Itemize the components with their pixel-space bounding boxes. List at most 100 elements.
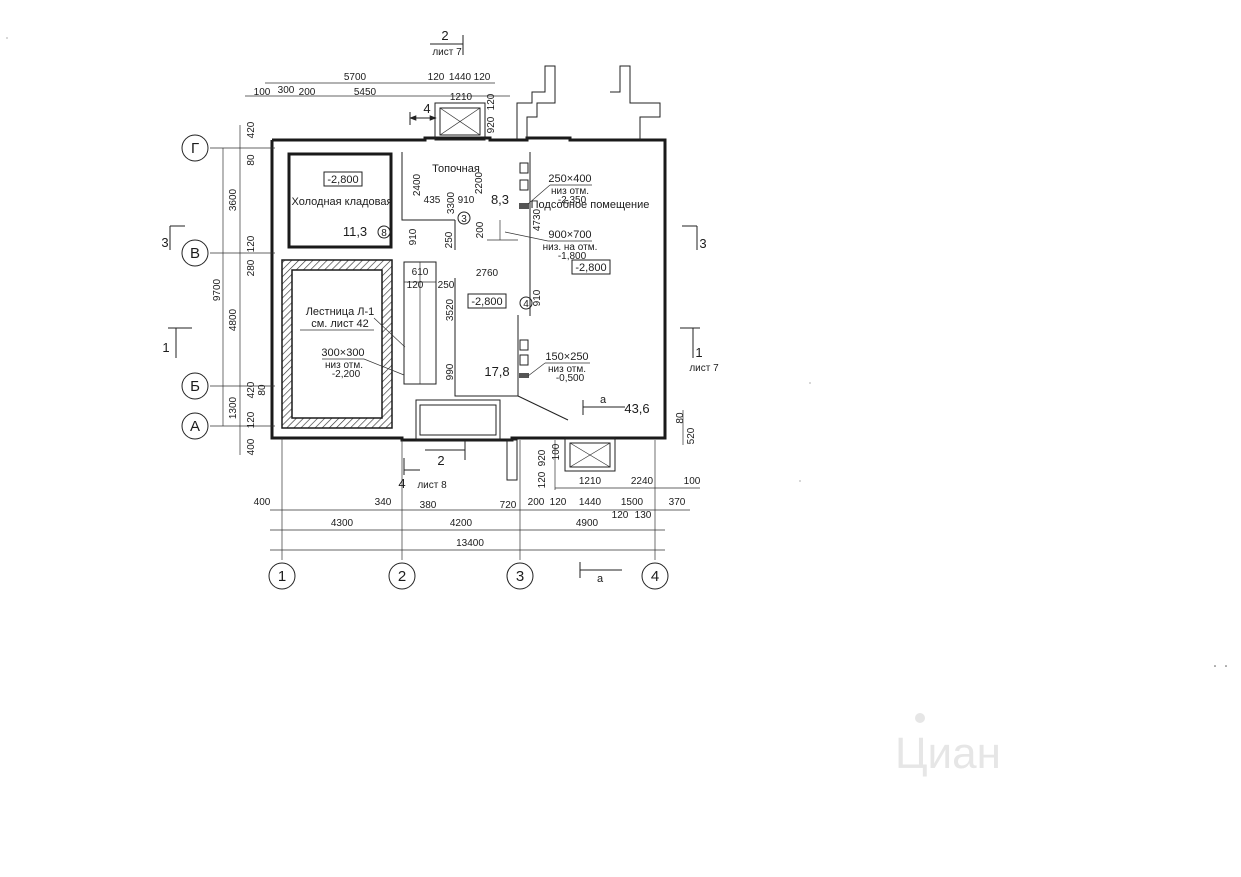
svg-text:а: а xyxy=(600,394,607,406)
dim-left-280: 280 xyxy=(246,259,257,276)
dim-in-3300: 3300 xyxy=(446,191,457,214)
svg-text:Б: Б xyxy=(190,378,200,395)
level-box-utility xyxy=(571,259,611,275)
axis-bubble-b: Б xyxy=(181,372,209,400)
svg-text:А: А xyxy=(190,418,200,435)
axis-bubble-a: А xyxy=(181,412,209,440)
level-utility: -2,800 xyxy=(575,262,606,274)
dim-bot-130: 130 xyxy=(635,510,652,521)
svg-text:2: 2 xyxy=(441,28,448,43)
dim-top-120c: 120 xyxy=(486,93,497,110)
room-marker-8 xyxy=(377,225,391,239)
dim-bot-100b: 100 xyxy=(551,443,562,460)
stair-label: Лестница Л-1 xyxy=(306,306,375,318)
dim-in-250a: 250 xyxy=(444,231,455,248)
svg-text:лист 7: лист 7 xyxy=(432,47,462,58)
dim-bot-4900: 4900 xyxy=(576,518,599,529)
dim-bot-200: 200 xyxy=(528,497,545,508)
svg-text:-0,500: -0,500 xyxy=(556,373,585,384)
svg-text:2: 2 xyxy=(437,453,444,468)
dim-bot-920: 920 xyxy=(537,449,548,466)
svg-text:Циан: Циан xyxy=(895,729,1001,778)
dim-top-120b: 120 xyxy=(474,72,491,83)
dim-in-910a: 910 xyxy=(458,195,475,206)
svg-text:низ отм.: низ отм. xyxy=(551,186,589,197)
section-mark-1-left: 1 xyxy=(162,327,192,358)
watermark: Циан xyxy=(895,713,1001,778)
dim-bot-120b: 120 xyxy=(612,510,629,521)
inner-walls xyxy=(281,152,569,429)
dim-bot-4300: 4300 xyxy=(331,518,354,529)
dim-in-200: 200 xyxy=(475,221,486,238)
room-marker-4-label: 4 xyxy=(523,299,529,310)
dim-top-5700: 5700 xyxy=(344,72,367,83)
svg-text:1: 1 xyxy=(278,568,286,585)
svg-text:1: 1 xyxy=(162,340,169,355)
scan-specks xyxy=(6,37,1227,667)
dim-left-120: 120 xyxy=(246,235,257,252)
dim-bot-120c: 120 xyxy=(537,471,548,488)
opening-150x250: 150×250 низ отм. -0,500 xyxy=(527,351,590,384)
svg-text:3: 3 xyxy=(516,568,524,585)
axis-bubble-g: Г xyxy=(181,134,209,162)
dim-left-120b: 120 xyxy=(246,411,257,428)
dim-bot-720: 720 xyxy=(500,500,517,511)
dim-left-9700: 9700 xyxy=(212,278,223,301)
svg-text:В: В xyxy=(190,245,200,262)
dim-bot-1210: 1210 xyxy=(579,476,602,487)
axis-grid xyxy=(210,147,656,560)
room-marker-4 xyxy=(519,296,533,310)
svg-text:-1,800: -1,800 xyxy=(558,251,587,262)
svg-text:низ отм.: низ отм. xyxy=(325,360,363,371)
dim-top-120a: 120 xyxy=(428,72,445,83)
room-name-boiler: Топочная xyxy=(432,163,480,175)
area-utility: 43,6 xyxy=(624,401,649,416)
room-marker-3-label: 3 xyxy=(461,214,467,225)
dim-bot-120: 120 xyxy=(550,497,567,508)
svg-text:4: 4 xyxy=(398,476,405,491)
svg-text:а: а xyxy=(597,573,604,585)
svg-text:150×250: 150×250 xyxy=(545,351,588,363)
dim-left-1300: 1300 xyxy=(228,396,239,419)
dim-left-80b: 80 xyxy=(257,384,268,396)
dim-top-100: 100 xyxy=(254,87,271,98)
axis-bubble-3: 3 xyxy=(506,562,534,590)
svg-text:4: 4 xyxy=(423,101,430,116)
section-mark-4-bottom: 4 лист 8 xyxy=(398,458,447,491)
section-mark-1-right: 1 лист 7 xyxy=(680,327,719,374)
room-name-utility: Подсобное помещение xyxy=(531,199,650,211)
level-cold-storage: -2,800 xyxy=(327,174,358,186)
room-marker-3 xyxy=(457,211,471,225)
svg-text:4: 4 xyxy=(651,568,659,585)
dim-in-2200: 2200 xyxy=(474,171,485,194)
level-box-cold-storage xyxy=(323,171,363,187)
dim-in-990: 990 xyxy=(445,363,456,380)
dim-bot-4200: 4200 xyxy=(450,518,473,529)
svg-text:1: 1 xyxy=(695,345,702,360)
svg-text:900×700: 900×700 xyxy=(548,229,591,241)
opening-300x300: 300×300 низ отм. -2,200 xyxy=(321,347,405,380)
opening-900x700: 900×700 низ. на отм. -1,800 xyxy=(504,229,597,262)
dim-top-300: 300 xyxy=(278,85,295,96)
level-box-central xyxy=(467,293,507,309)
dim-left-400: 400 xyxy=(246,438,257,455)
axis-bubble-2: 2 xyxy=(388,562,416,590)
svg-text:лист 7: лист 7 xyxy=(689,363,719,374)
section-mark-2-top: 2 лист 7 xyxy=(430,28,464,58)
svg-text:300×300: 300×300 xyxy=(321,347,364,359)
dim-bot-400: 400 xyxy=(254,497,271,508)
view-mark-a-inner: а xyxy=(582,394,625,415)
svg-text:-2,200: -2,200 xyxy=(332,369,361,380)
svg-text:3: 3 xyxy=(161,235,168,250)
view-mark-a-outer: а xyxy=(579,562,622,585)
axis-bubble-v: В xyxy=(181,239,209,267)
axis-bubble-1: 1 xyxy=(268,562,296,590)
svg-text:Г: Г xyxy=(191,140,199,157)
stair-sheet-ref: см. лист 42 xyxy=(311,318,369,330)
svg-text:250×400: 250×400 xyxy=(548,173,591,185)
room-name-cold-storage: Холодная кладовая xyxy=(292,196,393,208)
dim-in-435: 435 xyxy=(424,195,441,206)
svg-text:3: 3 xyxy=(699,236,706,251)
section-mark-3-right: 3 xyxy=(682,225,707,251)
dim-in-250b: 250 xyxy=(438,280,455,291)
